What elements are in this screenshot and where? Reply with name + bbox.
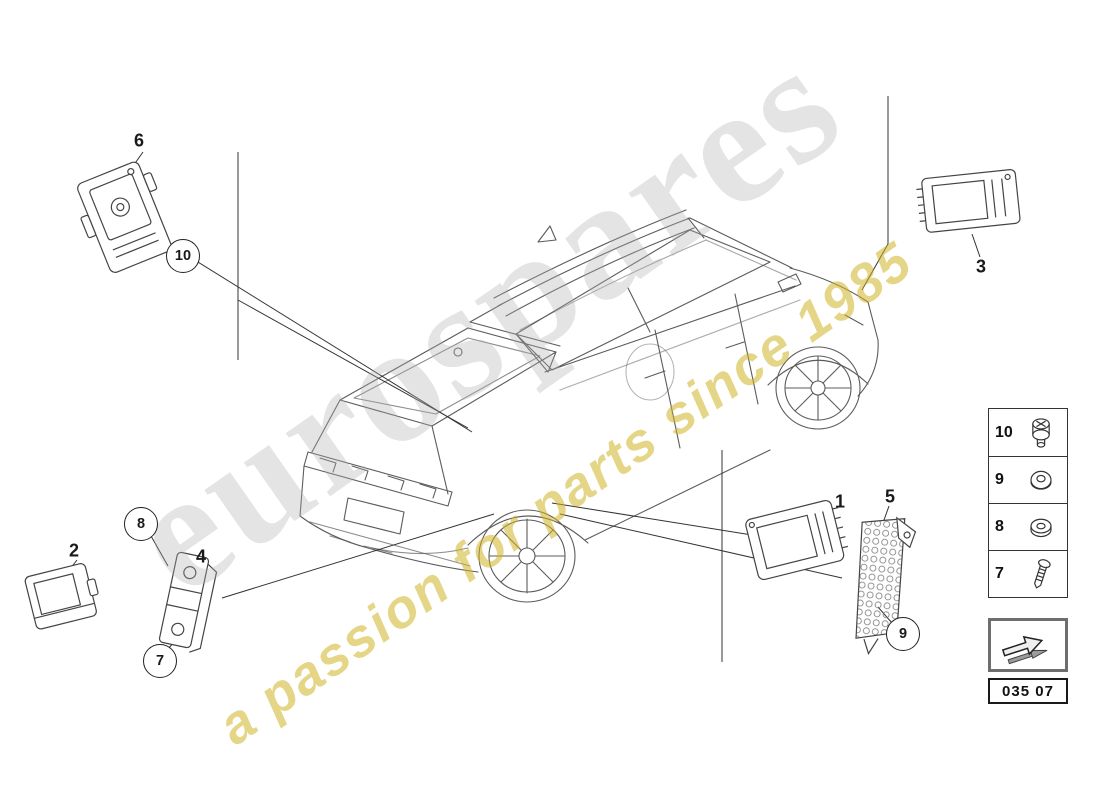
callout-2[interactable]: 2 — [68, 540, 80, 561]
page-code: 035 07 — [988, 678, 1068, 704]
legend-num-8: 8 — [995, 518, 1004, 535]
legend-num-7: 7 — [995, 565, 1004, 582]
part-1-control-unit — [745, 499, 849, 581]
screw-icon — [1021, 553, 1061, 595]
nut-icon — [1021, 459, 1061, 501]
legend-row-9[interactable]: 9 — [989, 456, 1067, 503]
diagram-nav-box[interactable]: 035 07 — [988, 618, 1068, 704]
hardware-legend: 10 9 — [988, 408, 1068, 598]
front-wheel — [775, 346, 861, 430]
part-4-bracket — [158, 551, 218, 653]
part-3-control-unit — [916, 169, 1021, 233]
callout-10[interactable]: 10 — [166, 239, 200, 273]
callout-7[interactable]: 7 — [143, 644, 177, 678]
callout-4[interactable]: 4 — [195, 546, 207, 567]
legend-num-10: 10 — [995, 423, 1013, 441]
callout-5[interactable]: 5 — [884, 486, 896, 507]
legend-row-10[interactable]: 10 — [989, 409, 1067, 456]
part-2-module — [24, 563, 99, 630]
bolt-icon — [1021, 412, 1061, 454]
callout-9[interactable]: 9 — [886, 617, 920, 651]
callout-1[interactable]: 1 — [834, 491, 846, 512]
callout-8[interactable]: 8 — [124, 507, 158, 541]
legend-num-9: 9 — [995, 471, 1004, 488]
part-5-mesh-bracket — [855, 516, 917, 656]
legend-row-7[interactable]: 7 — [989, 550, 1067, 597]
next-arrow-icon — [988, 618, 1068, 672]
legend-row-8[interactable]: 8 — [989, 503, 1067, 550]
part-6-control-unit — [77, 161, 172, 273]
vehicle-wireframe — [299, 209, 879, 603]
callout-3[interactable]: 3 — [975, 256, 987, 277]
washer-icon — [1021, 506, 1061, 548]
callout-6[interactable]: 6 — [133, 130, 145, 151]
rear-wheel — [478, 509, 576, 603]
